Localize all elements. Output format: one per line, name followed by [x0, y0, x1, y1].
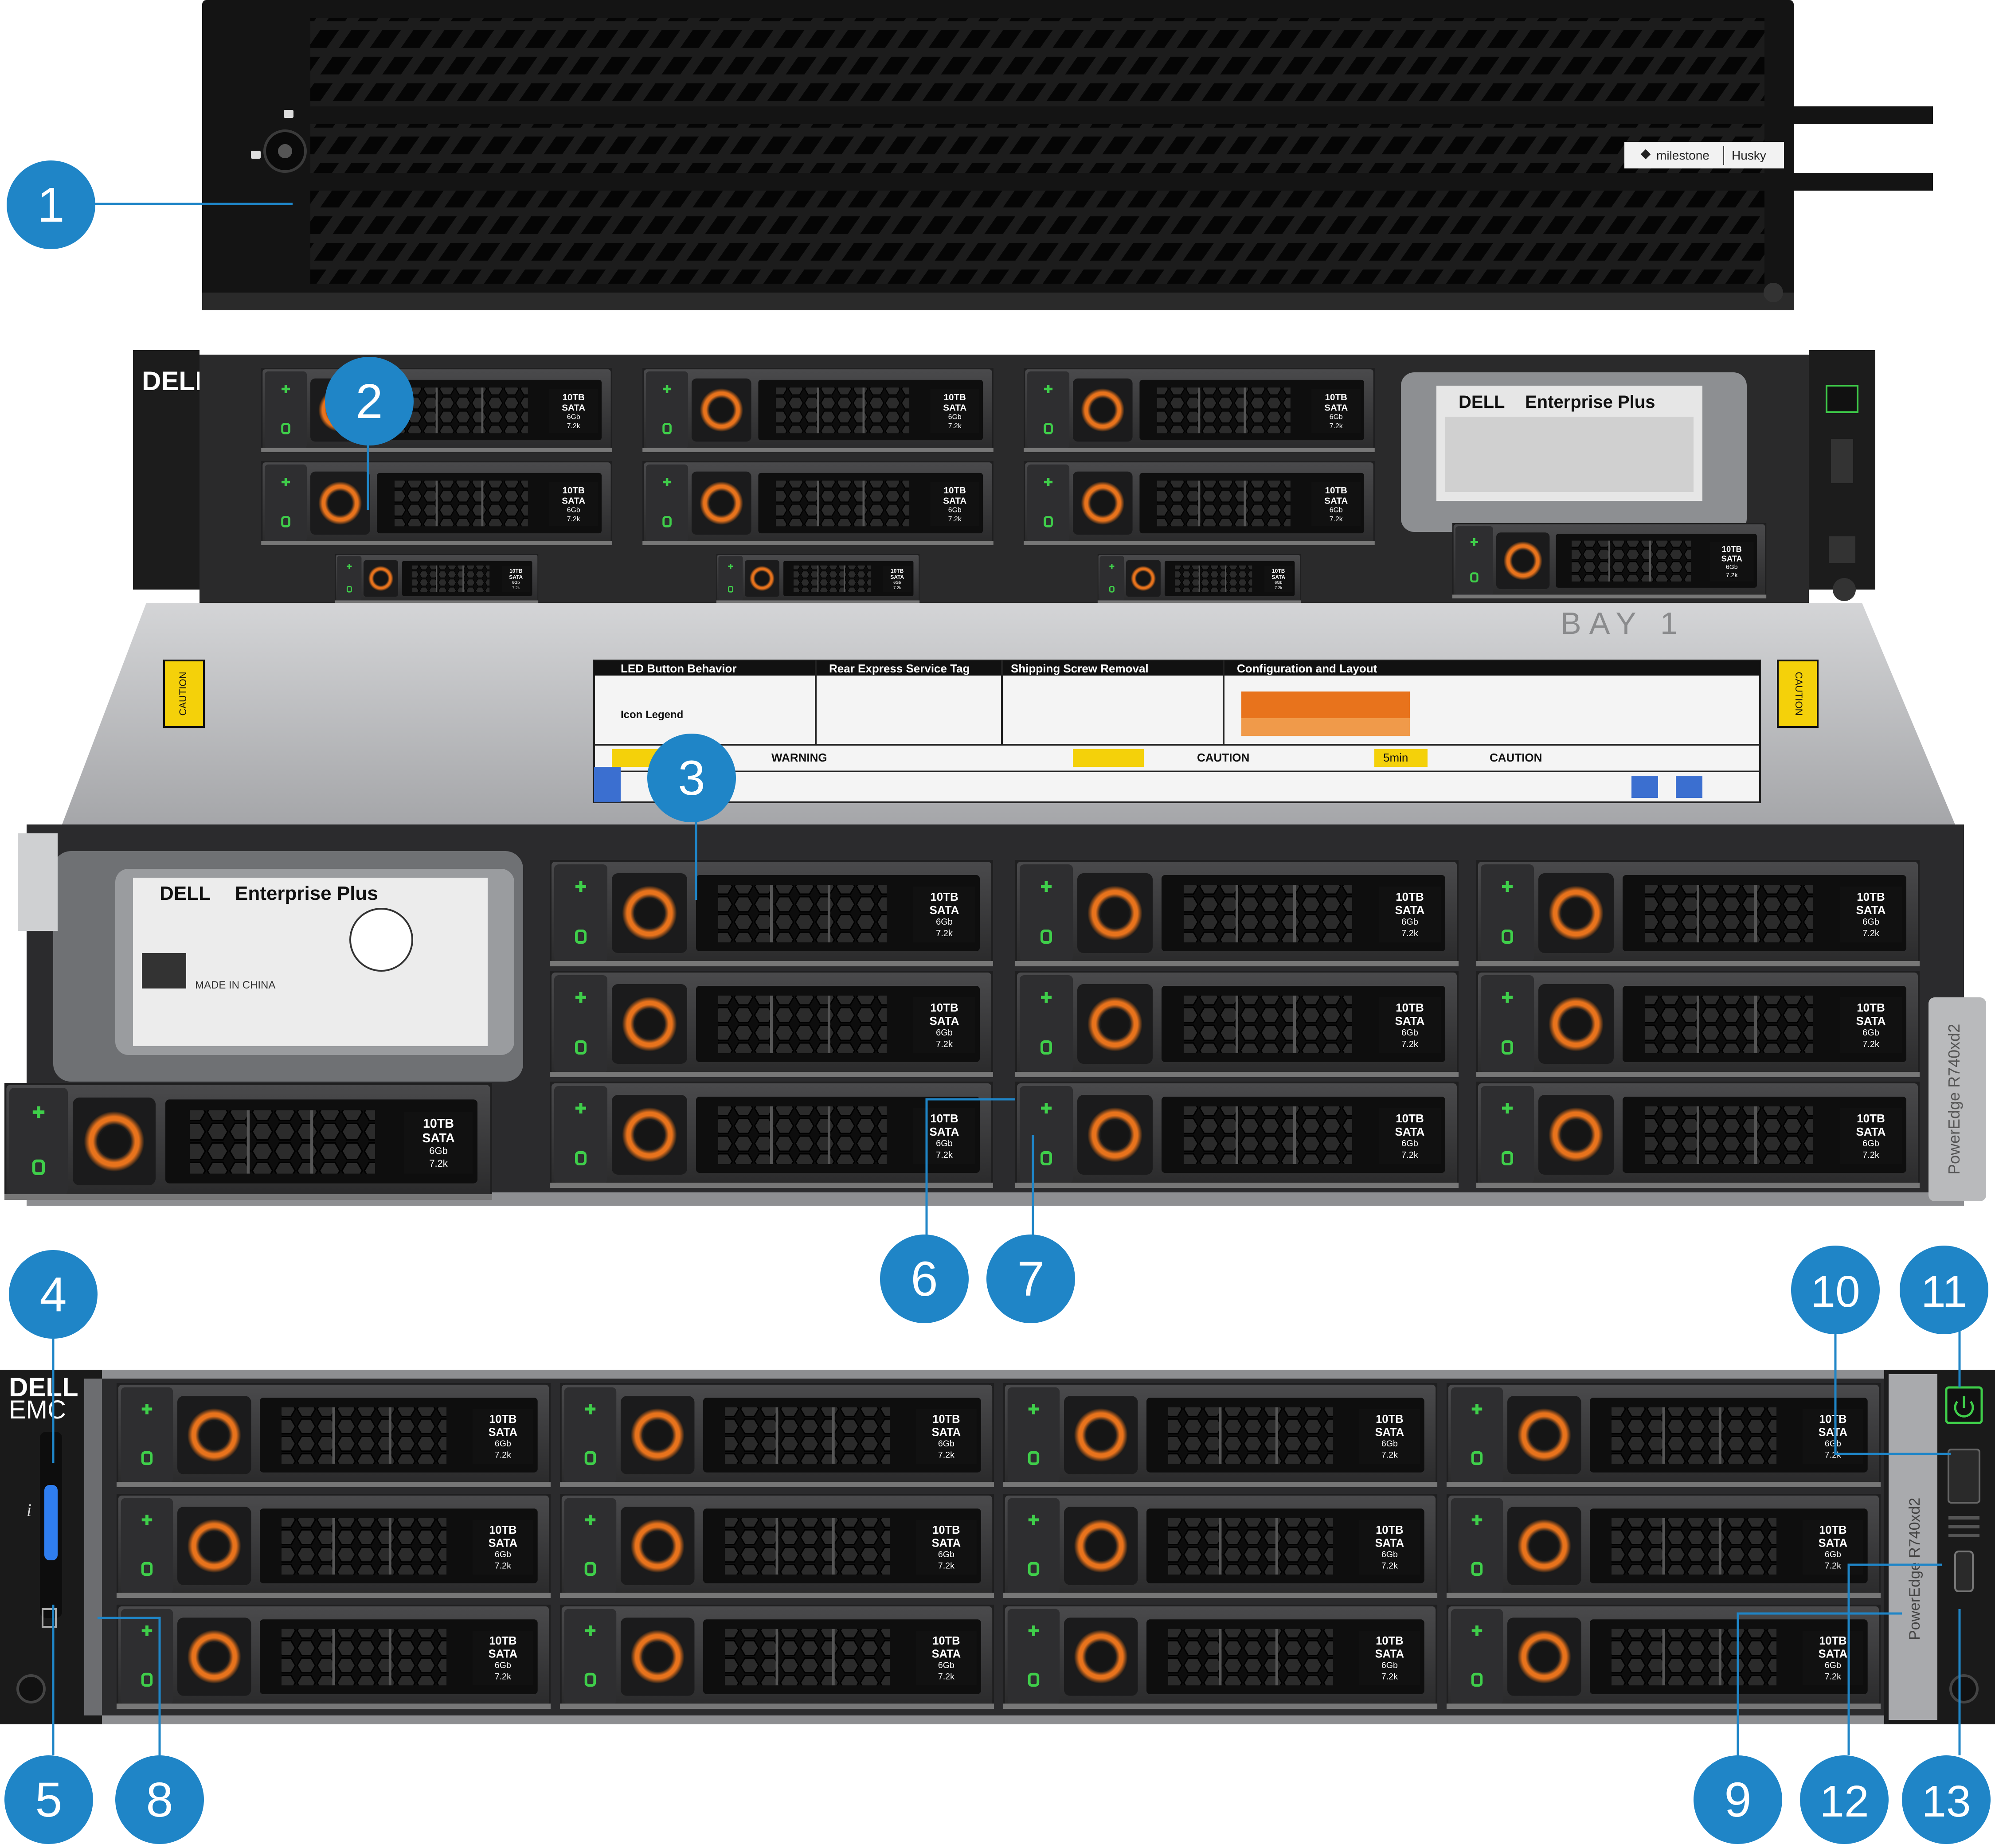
- svg-text:3: 3: [678, 751, 705, 805]
- callout-1: 1: [7, 160, 95, 249]
- svg-text:13: 13: [1921, 1777, 1971, 1826]
- emc-logo: EMC: [9, 1395, 66, 1424]
- callout-13: 13: [1902, 1755, 1991, 1844]
- callout-leader-lines: [52, 203, 1961, 1760]
- svg-text:5min: 5min: [1383, 751, 1408, 764]
- server-drawer-extended: DELL DELL Enterprise Plus BAY 1: [4, 350, 1986, 1206]
- callout-4: 4: [9, 1250, 98, 1339]
- svg-text:DELL: DELL: [1459, 392, 1505, 412]
- drive-bay-6[interactable]: [560, 1494, 994, 1598]
- svg-text:2: 2: [356, 374, 383, 429]
- caution-sticker-left: CAUTION: [163, 660, 205, 728]
- model-label-drawer: PowerEdge R740xd2: [1945, 1024, 1963, 1175]
- svg-text:CAUTION: CAUTION: [1793, 672, 1804, 716]
- callout-5: 5: [4, 1755, 93, 1844]
- svg-text:4: 4: [39, 1267, 66, 1322]
- drive-bay-5[interactable]: [117, 1494, 551, 1598]
- callout-markers: 1 2 3 4 5 6 7 8 9 10 11 12 13: [4, 160, 1991, 1844]
- svg-text:MADE IN CHINA: MADE IN CHINA: [195, 979, 275, 991]
- svg-text:Configuration and Layout: Configuration and Layout: [1237, 662, 1377, 675]
- drawer-front-drives: [550, 860, 1920, 1188]
- drive-bay-9[interactable]: [117, 1605, 551, 1709]
- callout-6: 6: [880, 1235, 969, 1323]
- callout-11: 11: [1900, 1246, 1988, 1334]
- front-bezel: milestone Husky: [202, 0, 1933, 310]
- system-health-indicator: [44, 1485, 58, 1560]
- svg-text:7: 7: [1017, 1252, 1044, 1306]
- idrac-direct-port[interactable]: [1954, 1551, 1974, 1592]
- padlock-icon: [251, 110, 293, 159]
- bezel-brand-husky: Husky: [1732, 148, 1766, 162]
- callout-10: 10: [1791, 1246, 1880, 1334]
- removed-drive-front: DELL Enterprise Plus MADE IN CHINA: [4, 851, 523, 1200]
- drive-bay-10[interactable]: [560, 1605, 994, 1709]
- svg-text:6: 6: [911, 1252, 938, 1306]
- svg-text:CAUTION: CAUTION: [1490, 751, 1542, 764]
- drive-bay-3[interactable]: [1003, 1383, 1437, 1487]
- svg-text:8: 8: [146, 1773, 173, 1827]
- usb-port[interactable]: [1948, 1449, 1980, 1504]
- callout-3: 3: [647, 734, 736, 822]
- drive-bay-1[interactable]: [117, 1383, 551, 1487]
- callout-9: 9: [1694, 1755, 1782, 1844]
- svg-text:CAUTION: CAUTION: [177, 672, 188, 716]
- callout-12: 12: [1800, 1755, 1889, 1844]
- caution-sticker-right: CAUTION: [1777, 660, 1819, 728]
- svg-text:1: 1: [37, 178, 64, 232]
- service-label: LED Button Behavior Rear Express Service…: [593, 660, 1761, 803]
- bay-label: BAY 1: [1561, 606, 1686, 641]
- svg-text:9: 9: [1724, 1773, 1751, 1827]
- bezel-brand-milestone: milestone: [1656, 148, 1709, 162]
- svg-text:DELL: DELL: [160, 883, 211, 904]
- callout-7: 7: [986, 1235, 1075, 1323]
- svg-text:CAUTION: CAUTION: [1197, 751, 1249, 764]
- svg-text:Icon Legend: Icon Legend: [621, 709, 683, 721]
- removed-drive-rear: DELL Enterprise Plus: [1401, 372, 1766, 598]
- svg-text:5: 5: [35, 1773, 62, 1827]
- svg-text:Enterprise Plus: Enterprise Plus: [1525, 392, 1655, 412]
- vent-grille: [1948, 1516, 1979, 1537]
- power-icon: [1954, 1396, 1974, 1418]
- drive-bay-2[interactable]: [560, 1383, 994, 1487]
- drive-bay-8[interactable]: [1447, 1494, 1881, 1598]
- drive-bay-4[interactable]: [1447, 1383, 1881, 1487]
- svg-text:10: 10: [1811, 1267, 1860, 1317]
- drive-bay-7[interactable]: [1003, 1494, 1437, 1598]
- svg-text:LED Button Behavior: LED Button Behavior: [621, 662, 736, 675]
- svg-text:WARNING: WARNING: [771, 751, 827, 764]
- svg-text:11: 11: [1921, 1267, 1967, 1317]
- dell-logo: DELL: [9, 1372, 78, 1402]
- drive-status-icon: [42, 1608, 57, 1628]
- server-front-view: DELL EMC i PowerE: [0, 1370, 1995, 1724]
- info-icon: i: [27, 1500, 31, 1520]
- power-button[interactable]: [1945, 1386, 1983, 1424]
- rack-screw-right: [1949, 1674, 1979, 1703]
- bezel-logo-plate: milestone Husky: [1624, 142, 1784, 168]
- model-label: PowerEdge R740xd2: [1906, 1498, 1923, 1640]
- svg-text:Shipping Screw Removal: Shipping Screw Removal: [1011, 662, 1149, 675]
- callout-2: 2: [325, 357, 414, 445]
- svg-text:Enterprise Plus: Enterprise Plus: [235, 883, 378, 904]
- svg-text:12: 12: [1819, 1777, 1869, 1826]
- drive-bay-12[interactable]: [1447, 1605, 1881, 1709]
- callout-8: 8: [115, 1755, 204, 1844]
- drive-bay-11[interactable]: [1003, 1605, 1437, 1709]
- rack-screw-left: [16, 1674, 46, 1703]
- svg-text:Rear Express Service Tag: Rear Express Service Tag: [829, 662, 970, 675]
